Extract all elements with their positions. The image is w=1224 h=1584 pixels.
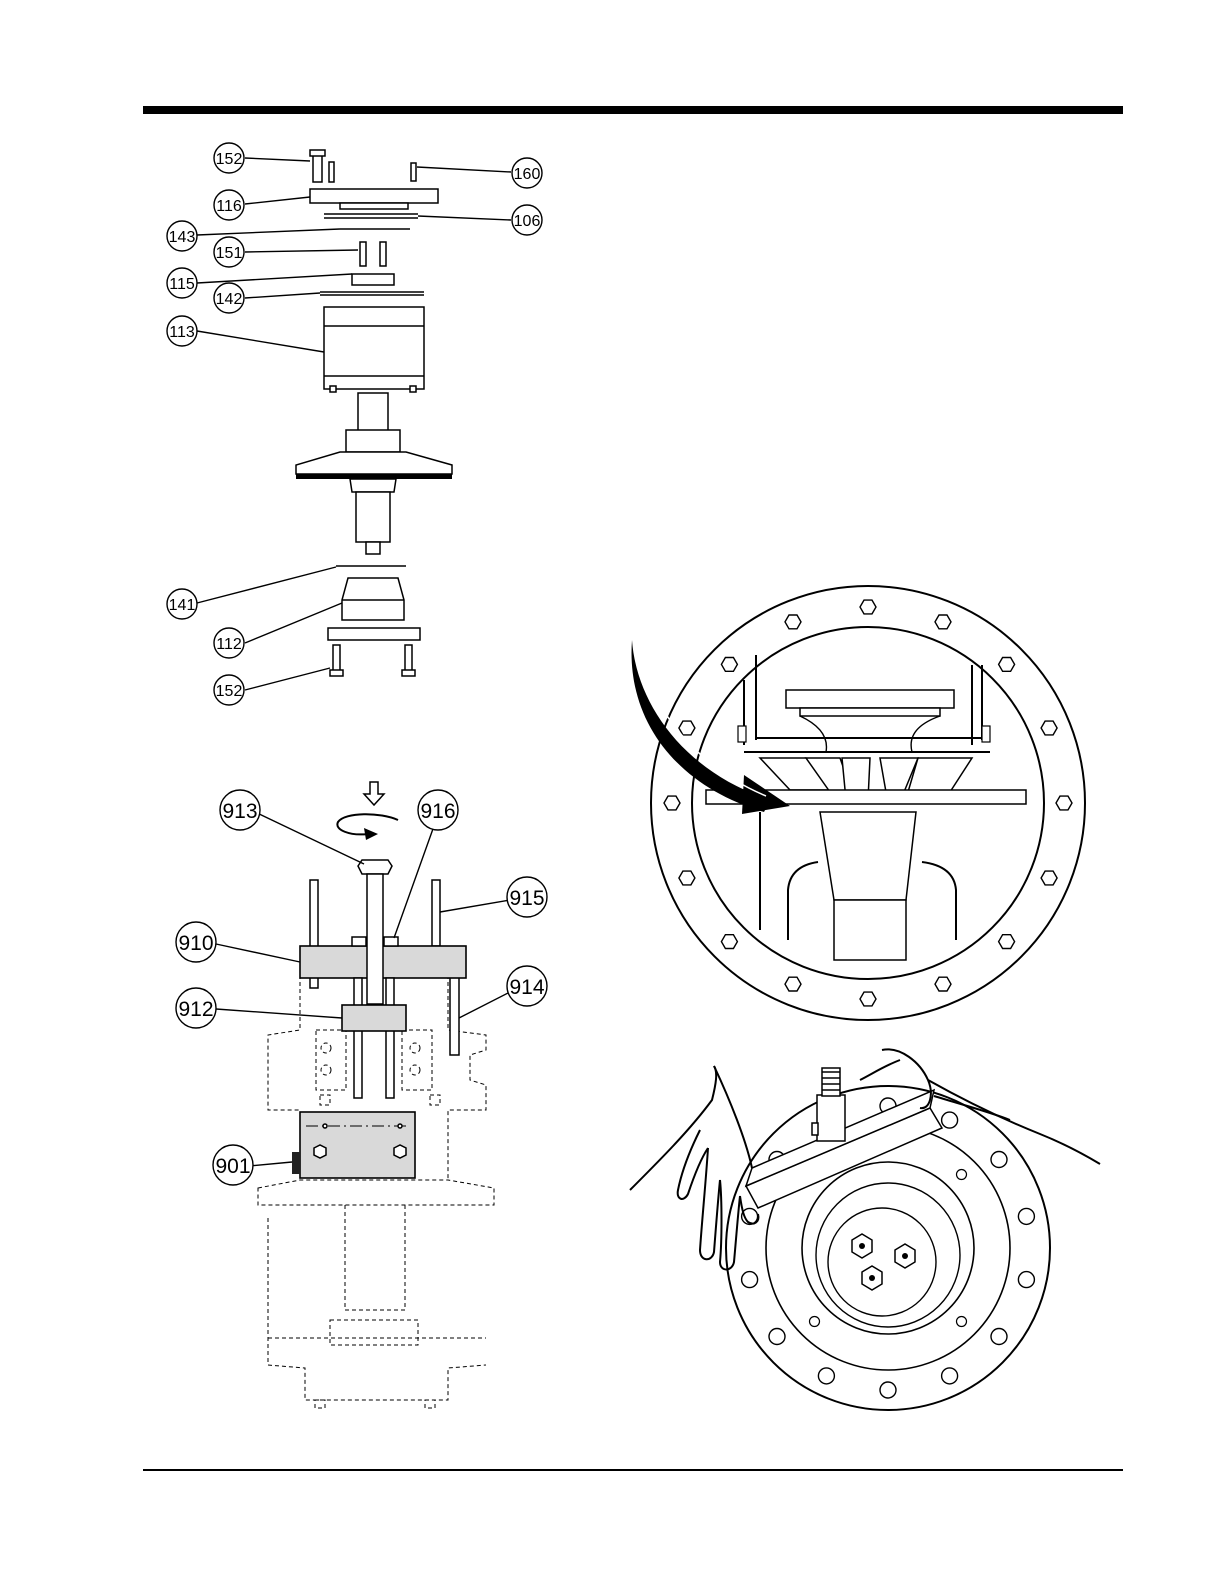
- flange-measurement-illustration: [630, 1049, 1100, 1410]
- bolt-hole: [721, 935, 737, 949]
- bolt-hole: [942, 1368, 958, 1384]
- rotation-arrow-icon: [337, 814, 398, 840]
- callout-160: 160: [512, 158, 542, 188]
- callout-116: 116: [214, 190, 244, 220]
- bolt-hole: [957, 1170, 967, 1180]
- bolt-hole: [810, 1317, 820, 1327]
- callout-label: 143: [169, 229, 196, 246]
- callout-label: 106: [514, 213, 541, 230]
- callout-916: 916: [418, 790, 458, 830]
- bolt-hole: [721, 658, 737, 672]
- callout-label: 915: [509, 887, 544, 910]
- bolt-hole: [664, 796, 680, 810]
- bolt-hole: [935, 977, 951, 991]
- casing-interior-illustration: [632, 586, 1085, 1020]
- callout-label: 113: [169, 324, 195, 341]
- bolt-hole: [942, 1112, 958, 1128]
- callout-label: 116: [216, 198, 242, 215]
- bolt-hole: [1018, 1272, 1034, 1288]
- callout-151: 151: [214, 237, 244, 267]
- callout-label: 910: [178, 932, 213, 955]
- callout-141: 141: [167, 589, 197, 619]
- callout-152-top: 152: [214, 143, 244, 173]
- puller-view-diagram: 913 916 915 910 912 914 901: [176, 782, 547, 1408]
- callout-label: 160: [514, 166, 541, 183]
- bolt-hole: [991, 1329, 1007, 1345]
- bolt-hole: [785, 615, 801, 629]
- callout-label: 913: [222, 800, 257, 823]
- callout-910: 910: [176, 922, 216, 962]
- bolt-hole: [999, 658, 1015, 672]
- callout-913: 913: [220, 790, 260, 830]
- bolt-hole: [679, 721, 695, 735]
- push-arrow-icon: [364, 782, 384, 805]
- bolt-hole: [1018, 1208, 1034, 1224]
- callout-label: 916: [420, 800, 455, 823]
- callout-label: 115: [169, 276, 195, 293]
- callout-901: 901: [213, 1145, 253, 1185]
- exploded-view-diagram: 152 160 116 106 143 151 115 142: [167, 143, 542, 705]
- callout-915: 915: [507, 877, 547, 917]
- callout-152-bottom: 152: [214, 675, 244, 705]
- callout-label: 152: [216, 683, 243, 700]
- callout-914: 914: [507, 966, 547, 1006]
- callout-label: 151: [216, 245, 243, 262]
- bolt-hole: [818, 1368, 834, 1384]
- bolt-hole: [860, 600, 876, 614]
- bolt-hole: [1056, 796, 1072, 810]
- callout-label: 901: [215, 1155, 250, 1178]
- callout-112: 112: [214, 628, 244, 658]
- bolt-hole: [999, 935, 1015, 949]
- bolt-hole: [880, 1382, 896, 1398]
- bolt-hole: [935, 615, 951, 629]
- bolt-hole: [785, 977, 801, 991]
- callout-label: 141: [169, 597, 196, 614]
- callout-115: 115: [167, 268, 197, 298]
- callout-label: 112: [216, 636, 242, 653]
- callout-113: 113: [167, 316, 197, 346]
- callout-label: 912: [178, 998, 213, 1021]
- callout-142: 142: [214, 283, 244, 313]
- callout-label: 914: [509, 976, 544, 999]
- bolt-hole: [991, 1152, 1007, 1168]
- callout-label: 152: [216, 151, 243, 168]
- bolt-hole: [1041, 721, 1057, 735]
- callout-912: 912: [176, 988, 216, 1028]
- callout-143: 143: [167, 221, 197, 251]
- bolt-hole: [957, 1317, 967, 1327]
- bolt-hole: [742, 1272, 758, 1288]
- bolt-hole: [769, 1329, 785, 1345]
- callout-106: 106: [512, 205, 542, 235]
- bolt-hole: [860, 992, 876, 1006]
- bolt-hole: [679, 871, 695, 885]
- bolt-hole: [1041, 871, 1057, 885]
- callout-label: 142: [216, 291, 243, 308]
